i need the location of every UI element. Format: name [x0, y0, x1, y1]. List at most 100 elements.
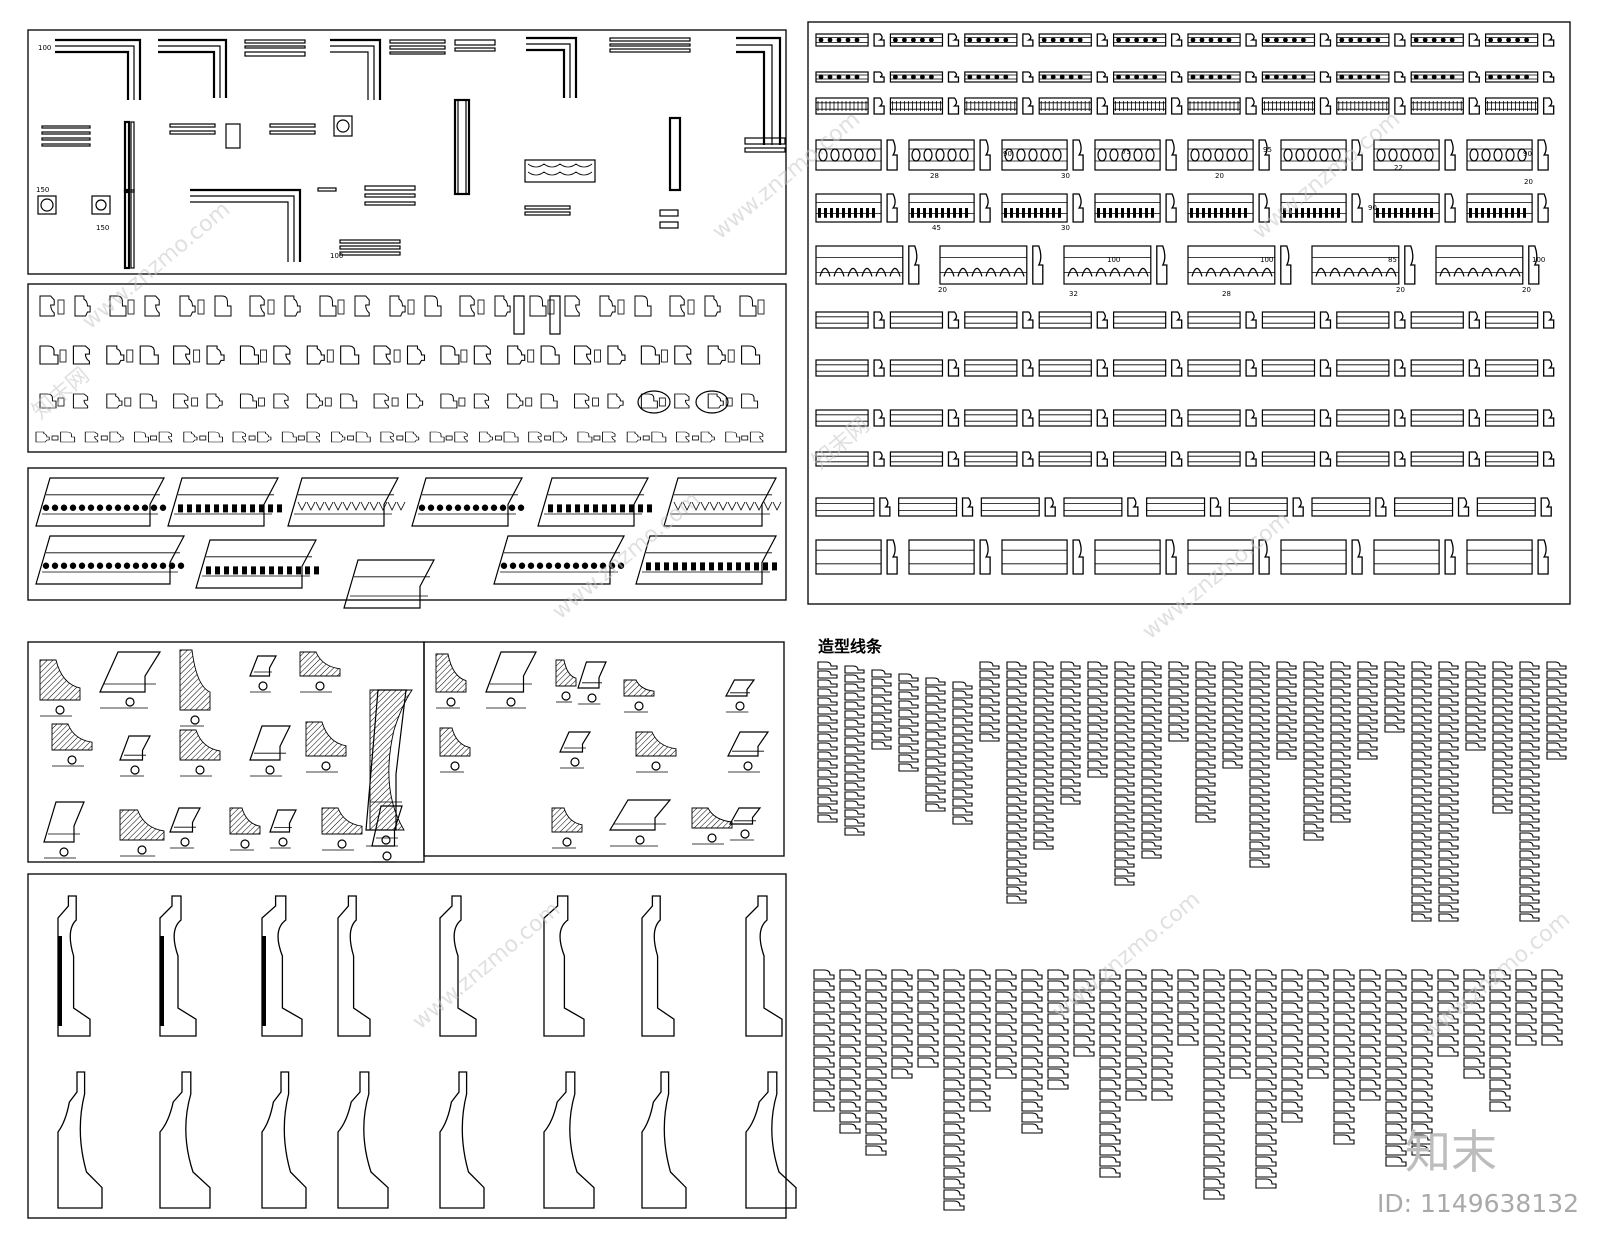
profile-column: [1357, 661, 1378, 760]
catalog-molding: [1112, 71, 1183, 83]
catalog-molding: [1001, 193, 1084, 223]
section-detail: [99, 651, 162, 709]
profile-block: [391, 397, 399, 407]
profile-shape: [749, 431, 764, 443]
profile-shape: [676, 431, 690, 443]
cornice-3d: [35, 535, 185, 585]
profile-column: [1303, 661, 1324, 841]
skirting-profile: [337, 895, 371, 1037]
skirting-profile: [641, 895, 675, 1037]
dimension-label: 28: [930, 172, 939, 180]
profile-column: [1307, 969, 1329, 1079]
profile-shape: [281, 431, 297, 443]
catalog-molding: [1336, 409, 1406, 427]
svg-text:100: 100: [38, 44, 51, 52]
watermark-text: www.znzmo.com: [1418, 907, 1575, 1045]
catalog-molding: [908, 139, 991, 171]
section-detail: [43, 801, 85, 859]
catalog-molding: [1410, 451, 1480, 467]
watermark-text: www.znzmo.com: [1138, 507, 1295, 645]
dimension-label: 90: [1003, 150, 1012, 158]
skirting-profile: [57, 895, 91, 1037]
profile-column: [1087, 661, 1108, 778]
profile-block: [199, 435, 207, 441]
profile-shape: [741, 393, 759, 409]
skirting-profile: [745, 895, 783, 1037]
profile-block: [692, 435, 699, 441]
profile-shape: [273, 393, 289, 409]
catalog-molding: [1261, 97, 1332, 115]
catalog-molding: [1063, 497, 1139, 517]
profile-block: [642, 435, 650, 441]
profile-shape: [206, 345, 225, 365]
profile-block: [727, 349, 735, 363]
catalog-molding: [1311, 497, 1387, 517]
section-detail: [608, 799, 672, 847]
profile-column: [995, 969, 1017, 1079]
profile-column: [1519, 661, 1540, 922]
catalog-molding: [1336, 71, 1406, 83]
profile-shape: [440, 393, 458, 409]
profile-columns: [813, 661, 1567, 1211]
profile-column: [1463, 969, 1485, 1079]
catalog-molding: [1373, 539, 1456, 575]
section-detail: [725, 679, 756, 713]
section-detail: [249, 655, 278, 693]
panel-3d-cornices: [27, 467, 787, 609]
profile-column: [1114, 661, 1135, 886]
catalog-molding: [815, 97, 885, 115]
catalog-molding: [1373, 193, 1456, 223]
section-detail: [119, 735, 151, 777]
catalog-molding: [964, 311, 1034, 329]
profile-block: [594, 349, 601, 363]
cornice-3d: [411, 477, 525, 527]
catalog-molding: [815, 311, 885, 329]
profile-column: [1203, 969, 1225, 1200]
section-detail: [51, 723, 93, 767]
catalog-molding: [939, 245, 1044, 285]
catalog-molding: [815, 359, 885, 377]
section-detail: [179, 649, 211, 727]
profile-column: [1229, 969, 1251, 1079]
profile-block: [658, 397, 666, 407]
skirting-profile: [641, 1071, 687, 1209]
skirting-profile: [159, 895, 197, 1037]
profile-column: [979, 661, 1000, 742]
watermark-brand: 知末网: [808, 413, 875, 475]
catalog-molding: [1038, 97, 1108, 115]
catalog-molding: [908, 193, 991, 223]
catalog-molding: [889, 33, 960, 47]
dimension-label: 95: [1263, 146, 1272, 154]
section-detail: [635, 731, 677, 773]
profile-shape: [179, 295, 196, 317]
profile-shape: [173, 345, 191, 365]
profile-shape: [607, 345, 626, 365]
section-detail: [249, 725, 291, 777]
catalog-molding: [1280, 193, 1363, 223]
section-detail: [623, 679, 655, 713]
profile-shape: [158, 431, 173, 443]
catalog-molding: [1187, 97, 1257, 115]
catalog-molding: [1038, 409, 1108, 427]
profile-shape: [674, 345, 692, 365]
profile-column: [1099, 969, 1121, 1178]
profile-shape: [306, 345, 325, 365]
small-profile-grid: [35, 295, 765, 443]
catalog-molding: [1484, 359, 1555, 377]
profile-block: [127, 299, 135, 315]
skirting-profile: [543, 1071, 595, 1209]
profile-block: [660, 349, 668, 363]
cornice-3d: [537, 477, 652, 527]
profile-shape: [144, 295, 160, 317]
profile-block: [248, 435, 256, 441]
panel-skirting-profiles: [27, 873, 797, 1219]
frame-corner-4: [526, 36, 578, 98]
watermark-text: www.znzmo.com: [78, 197, 235, 335]
profile-column: [813, 969, 835, 1112]
catalog-molding: [964, 409, 1034, 427]
catalog-molding: [1187, 139, 1270, 171]
catalog-molding: [980, 497, 1056, 517]
profile-column: [1385, 969, 1407, 1167]
catalog-molding: [898, 497, 974, 517]
profile-block: [757, 299, 765, 315]
